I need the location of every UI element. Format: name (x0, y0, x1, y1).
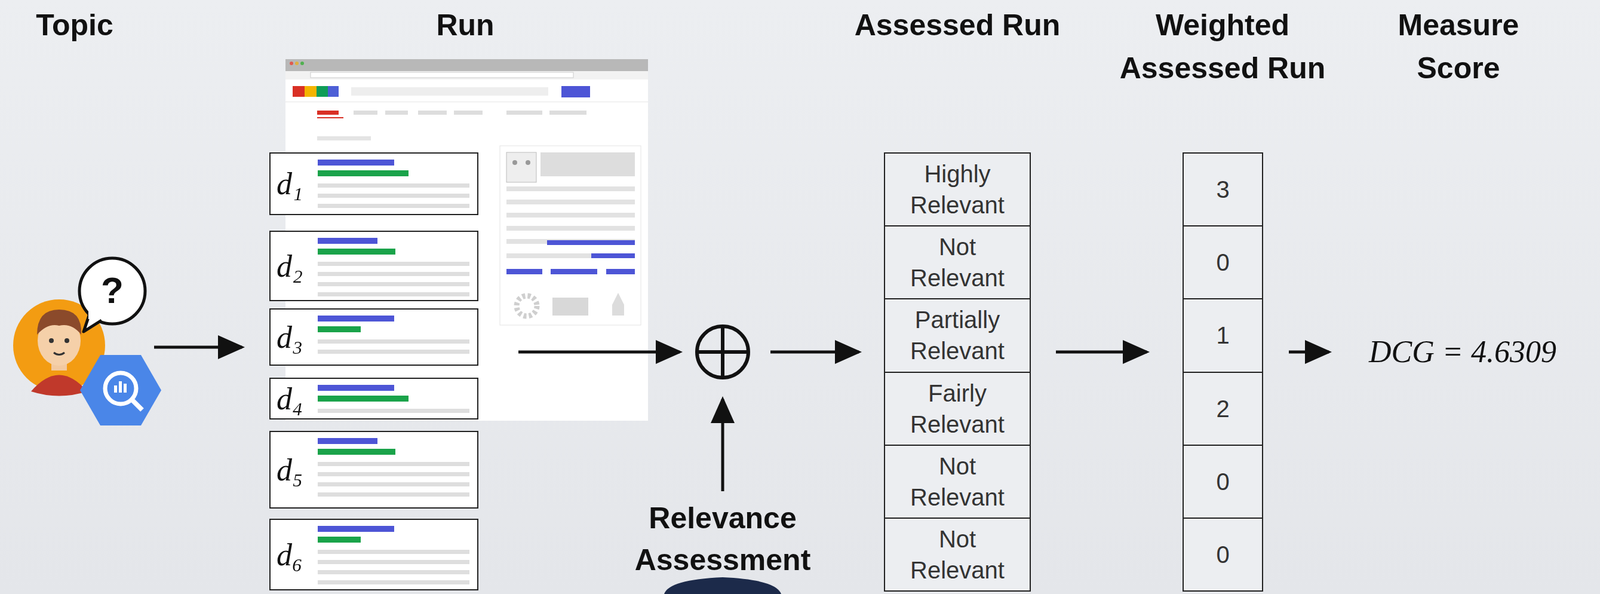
snippet-bar (317, 549, 470, 554)
snippet-bar (317, 579, 470, 585)
snippet-bar (317, 408, 470, 413)
snippet-bar (317, 437, 378, 444)
snippet-bar (317, 481, 470, 487)
gain-value: 0 (1215, 538, 1230, 570)
relevance-grade: Not Relevant (888, 450, 1027, 513)
document-id: d₃ (276, 319, 303, 355)
snippet-bar (317, 525, 395, 532)
snippet-bar (269, 308, 479, 366)
column-heading: Weighted Assessed Run (1109, 3, 1337, 90)
snippet-bar (317, 559, 470, 564)
snippet-bar (317, 492, 470, 497)
input-label: Relevance Assessment (615, 496, 831, 581)
gain-value: 3 (1215, 173, 1230, 205)
snippet-bar (317, 395, 409, 402)
analytics-hexagon (80, 354, 162, 426)
weight-cell: 2 (1182, 371, 1264, 446)
column-heading: Topic (8, 3, 141, 47)
snippet-bar (317, 159, 395, 166)
snippet-bar (317, 193, 470, 198)
document-id: d₆ (276, 536, 303, 573)
snippet-bar (317, 248, 396, 255)
snippet-bar (317, 536, 361, 543)
assessor-figure (664, 576, 782, 594)
snippet-bar (269, 518, 479, 591)
snippet-bar (317, 569, 470, 574)
snippet-bar (317, 448, 396, 455)
result-box: d₄ (269, 377, 479, 420)
column-heading: Measure Score (1380, 3, 1537, 90)
snippet-bar (317, 203, 470, 208)
snippet-bar (317, 326, 361, 333)
snippet-bar (317, 471, 470, 476)
snippet-bar (317, 461, 470, 466)
snippet-bar (317, 292, 470, 297)
snippet-bar (269, 430, 479, 509)
gain-value: 0 (1215, 465, 1230, 497)
assessment-cell: Not Relevant (883, 517, 1031, 592)
assessment-cell: Fairly Relevant (883, 371, 1031, 446)
weight-cell: 0 (1182, 444, 1264, 519)
snippet-bar (317, 384, 395, 391)
snippet-bar (317, 281, 470, 287)
result-box: d₆ (269, 518, 479, 591)
result-box: d₂ (269, 230, 479, 302)
assessment-cell: Not Relevant (883, 225, 1031, 300)
column-heading: Assessed Run (831, 3, 1083, 47)
snippet-bar (317, 271, 470, 276)
snippet-bar (317, 170, 409, 177)
result-snippets (269, 152, 479, 591)
snippet-bar (317, 315, 395, 322)
result-box: d₁ (269, 152, 479, 216)
snippet-bar (317, 183, 470, 188)
snippet-bar (269, 230, 479, 302)
weight-cell: 3 (1182, 152, 1264, 227)
snippet-bar (317, 261, 470, 266)
weight-cell: 0 (1182, 225, 1264, 300)
gain-value: 1 (1215, 319, 1230, 351)
snippet-bar (317, 349, 470, 354)
gain-value: 2 (1215, 392, 1230, 425)
weight-cell: 1 (1182, 298, 1264, 373)
document-id: d₄ (276, 381, 303, 417)
document-id: d₁ (276, 166, 303, 202)
document-id: d₂ (276, 248, 303, 284)
speech-bubble (79, 258, 146, 332)
measure-score: DCG = 4.6309 (1368, 333, 1584, 371)
document-id: d₅ (276, 452, 303, 488)
relevance-grade: Fairly Relevant (888, 377, 1027, 440)
result-box: d₃ (269, 308, 479, 366)
result-box: d₅ (269, 430, 479, 509)
relevance-grade: Partially Relevant (888, 303, 1027, 367)
snippet-bar (317, 237, 378, 244)
column-heading: Run (399, 3, 531, 47)
snippet-bar (269, 152, 479, 216)
snippet-bar (317, 339, 470, 344)
question-mark: ? (91, 269, 134, 311)
relevance-grade: Highly Relevant (888, 158, 1027, 221)
assessment-cell: Highly Relevant (883, 152, 1031, 227)
assessment-cell: Not Relevant (883, 444, 1031, 519)
snippet-bar (269, 377, 479, 420)
gain-value: 0 (1215, 246, 1230, 278)
relevance-grade: Not Relevant (888, 231, 1027, 294)
weight-cell: 0 (1182, 517, 1264, 592)
relevance-grade: Not Relevant (888, 523, 1027, 586)
assessment-cell: Partially Relevant (883, 298, 1031, 373)
oplus-symbol (696, 326, 749, 378)
